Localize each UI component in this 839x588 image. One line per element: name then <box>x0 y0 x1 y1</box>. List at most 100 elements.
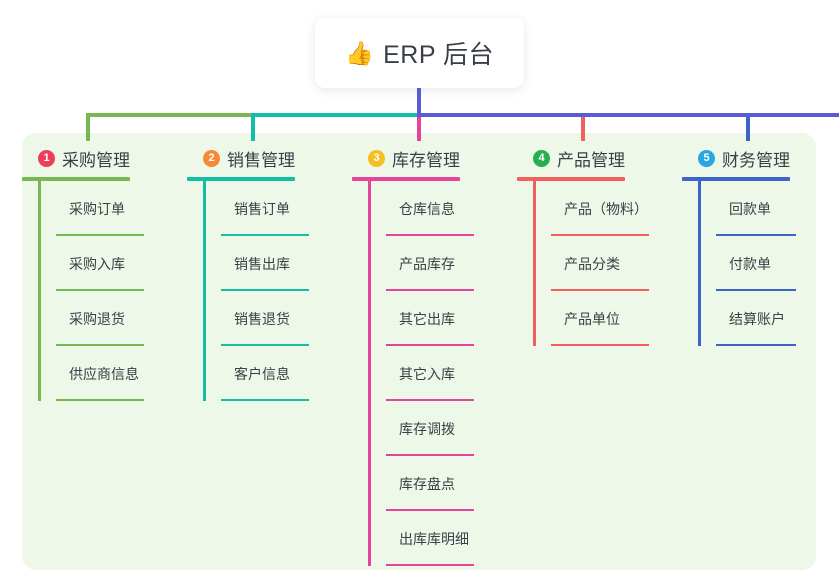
leaf-node-label: 产品（物料） <box>564 201 648 217</box>
connector-horizontal-segment-2 <box>251 113 418 117</box>
branch-header-rule <box>352 177 460 181</box>
leaf-node-label: 出库库明细 <box>399 531 469 547</box>
leaf-node-label: 销售订单 <box>234 201 290 217</box>
branch-header-4[interactable]: 4 产品管理 <box>533 146 683 170</box>
leaf-node-rule <box>551 234 649 236</box>
leaf-node[interactable]: 付款单 <box>716 236 828 291</box>
leaf-node-label: 销售出库 <box>234 256 290 272</box>
leaf-node[interactable]: 供应商信息 <box>56 346 188 401</box>
branch-vertical-stem <box>533 181 536 346</box>
leaf-node-rule <box>386 564 474 566</box>
leaf-node[interactable]: 采购入库 <box>56 236 188 291</box>
leaf-node[interactable]: 采购退货 <box>56 291 188 346</box>
branch-number-badge: 3 <box>368 149 385 167</box>
leaf-node[interactable]: 其它出库 <box>386 291 518 346</box>
branch-header-5[interactable]: 5 财务管理 <box>698 146 828 170</box>
leaf-node-label: 其它入库 <box>399 366 455 382</box>
connector-drop-2 <box>251 117 255 141</box>
leaf-node-rule <box>56 289 144 291</box>
leaf-node-rule <box>386 509 474 511</box>
branch-number-badge: 1 <box>38 149 55 167</box>
branch-number-badge: 2 <box>203 149 220 167</box>
thumbs-up-icon: 👍 <box>344 39 375 66</box>
leaf-node-label: 付款单 <box>729 256 771 272</box>
leaf-node[interactable]: 销售退货 <box>221 291 353 346</box>
branch-number-badge: 5 <box>698 149 715 167</box>
leaf-node-rule <box>221 289 309 291</box>
leaf-node-label: 结算账户 <box>729 311 785 327</box>
leaf-node[interactable]: 采购订单 <box>56 181 188 236</box>
root-node[interactable]: 👍 ERP 后台 <box>315 18 524 88</box>
root-connector-stem <box>417 88 421 114</box>
branch-title: 产品管理 <box>557 150 625 170</box>
branch-header-rule <box>682 177 790 181</box>
branch-title: 采购管理 <box>62 150 130 170</box>
branch-leaf-list: 仓库信息产品库存其它出库其它入库库存调拨库存盘点出库库明细 <box>368 181 518 566</box>
branch-number-badge: 4 <box>533 149 550 167</box>
leaf-node-rule <box>56 399 144 401</box>
leaf-node-label: 客户信息 <box>234 366 290 382</box>
branch-leaf-list: 采购订单采购入库采购退货供应商信息 <box>38 181 188 401</box>
branch-leaf-list: 产品（物料） 产品分类产品单位 <box>533 181 683 346</box>
leaf-node[interactable]: 库存调拨 <box>386 401 518 456</box>
connector-drop-5 <box>746 117 750 141</box>
leaf-node-rule <box>56 234 144 236</box>
branch-header-1[interactable]: 1 采购管理 <box>38 146 188 170</box>
leaf-node[interactable]: 产品（物料） <box>551 181 683 236</box>
leaf-node-label: 采购订单 <box>69 201 125 217</box>
leaf-node-label: 库存盘点 <box>399 476 455 492</box>
branch-column-5: 5 财务管理回款单付款单结算账户 <box>682 146 828 346</box>
leaf-node[interactable]: 回款单 <box>716 181 828 236</box>
leaf-node-rule <box>716 289 796 291</box>
branch-vertical-stem <box>698 181 701 346</box>
root-node-text: ERP 后台 <box>383 41 495 69</box>
leaf-node-label: 库存调拨 <box>399 421 455 437</box>
leaf-node[interactable]: 仓库信息 <box>386 181 518 236</box>
leaf-node-rule <box>386 399 474 401</box>
leaf-node-rule <box>56 344 144 346</box>
leaf-node-label: 回款单 <box>729 201 771 217</box>
connector-drop-1 <box>86 117 90 141</box>
leaf-node-label: 仓库信息 <box>399 201 455 217</box>
leaf-node-rule <box>221 344 309 346</box>
leaf-node-label: 采购退货 <box>69 311 125 327</box>
leaf-node[interactable]: 销售订单 <box>221 181 353 236</box>
branch-header-2[interactable]: 2 销售管理 <box>203 146 353 170</box>
leaf-node[interactable]: 销售出库 <box>221 236 353 291</box>
diagram-background-panel <box>22 133 816 570</box>
connector-horizontal-segment-1 <box>86 113 253 117</box>
branch-leaf-list: 回款单付款单结算账户 <box>698 181 828 346</box>
branch-column-1: 1 采购管理采购订单采购入库采购退货供应商信息 <box>22 146 188 401</box>
branch-header-rule <box>187 177 295 181</box>
leaf-node[interactable]: 客户信息 <box>221 346 353 401</box>
leaf-node[interactable]: 产品单位 <box>551 291 683 346</box>
leaf-node[interactable]: 其它入库 <box>386 346 518 401</box>
branch-title: 财务管理 <box>722 150 790 170</box>
leaf-node[interactable]: 库存盘点 <box>386 456 518 511</box>
branch-title: 销售管理 <box>227 150 295 170</box>
leaf-node[interactable]: 产品库存 <box>386 236 518 291</box>
connector-drop-4 <box>581 117 585 141</box>
branch-vertical-stem <box>38 181 41 401</box>
branch-leaf-list: 销售订单销售出库销售退货客户信息 <box>203 181 353 401</box>
leaf-node[interactable]: 出库库明细 <box>386 511 518 566</box>
leaf-node-rule <box>386 344 474 346</box>
leaf-node-rule <box>716 234 796 236</box>
connector-horizontal-segment-3 <box>417 113 839 117</box>
leaf-node-rule <box>386 289 474 291</box>
leaf-node-rule <box>716 344 796 346</box>
leaf-node-rule <box>386 454 474 456</box>
leaf-node-label: 采购入库 <box>69 256 125 272</box>
leaf-node-label: 产品单位 <box>564 311 620 327</box>
leaf-node-rule <box>551 344 649 346</box>
connector-drop-3 <box>417 117 421 141</box>
branch-column-4: 4 产品管理产品（物料） 产品分类产品单位 <box>517 146 683 346</box>
branch-vertical-stem <box>203 181 206 401</box>
leaf-node[interactable]: 结算账户 <box>716 291 828 346</box>
leaf-node-rule <box>221 399 309 401</box>
leaf-node-rule <box>386 234 474 236</box>
leaf-node[interactable]: 产品分类 <box>551 236 683 291</box>
